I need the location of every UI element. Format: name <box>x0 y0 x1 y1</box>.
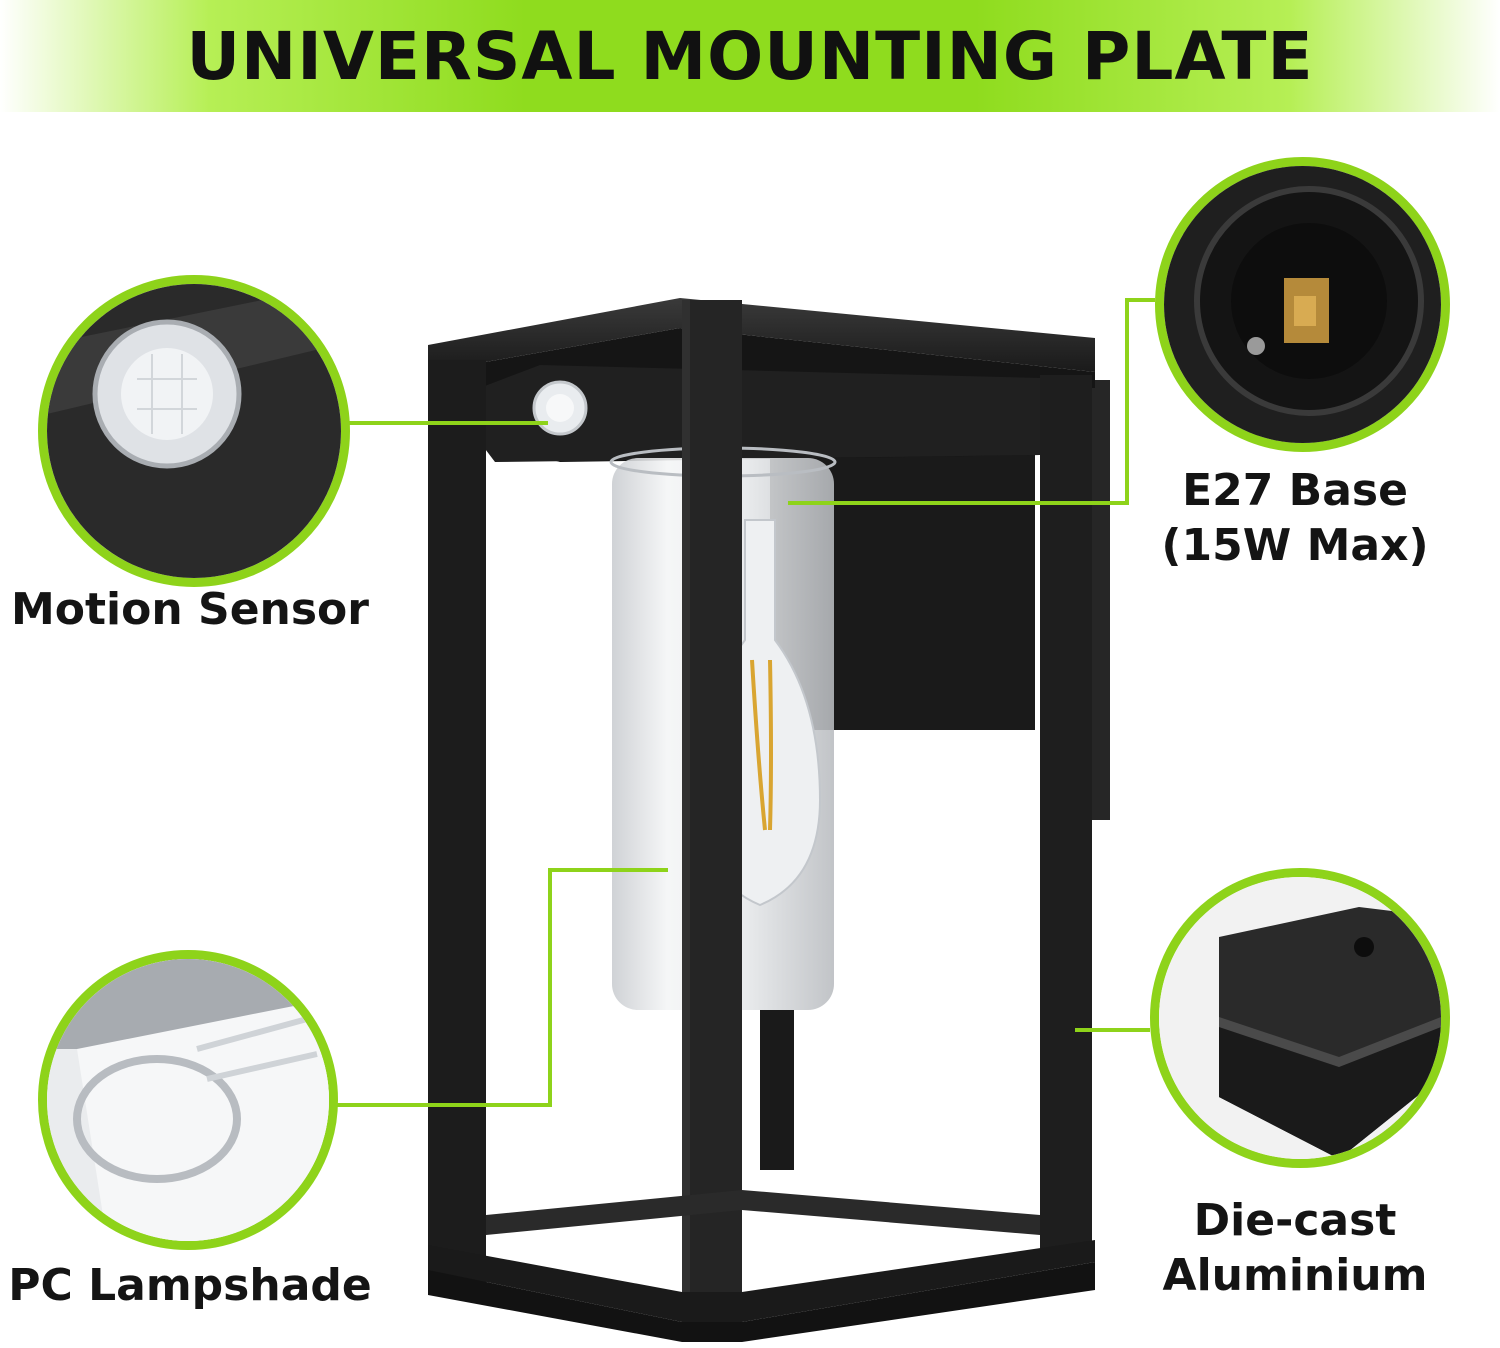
label-pc-lampshade: PC Lampshade <box>8 1260 372 1311</box>
e27-base-detail <box>1155 157 1450 452</box>
label-e27-base: E27 Base (15W Max) <box>1161 465 1429 571</box>
motion-sensor-detail <box>38 275 350 587</box>
front-post <box>682 300 742 1340</box>
bottom-frame <box>428 1262 1095 1342</box>
top-cover <box>428 298 1095 372</box>
title-banner: UNIVERSAL MOUNTING PLATE <box>0 0 1500 112</box>
callout-lines <box>332 298 1155 1107</box>
banner-title: UNIVERSAL MOUNTING PLATE <box>186 17 1314 95</box>
filament <box>750 659 773 831</box>
pc-lampshade-detail <box>38 950 338 1250</box>
lampshade-icon <box>73 1055 241 1183</box>
label-motion-sensor: Motion Sensor <box>11 584 369 635</box>
die-cast-detail <box>1150 868 1450 1168</box>
left-post <box>428 360 486 1290</box>
label-die-cast: Die-cast Aluminium <box>1162 1195 1428 1301</box>
back-post <box>1040 375 1092 1255</box>
